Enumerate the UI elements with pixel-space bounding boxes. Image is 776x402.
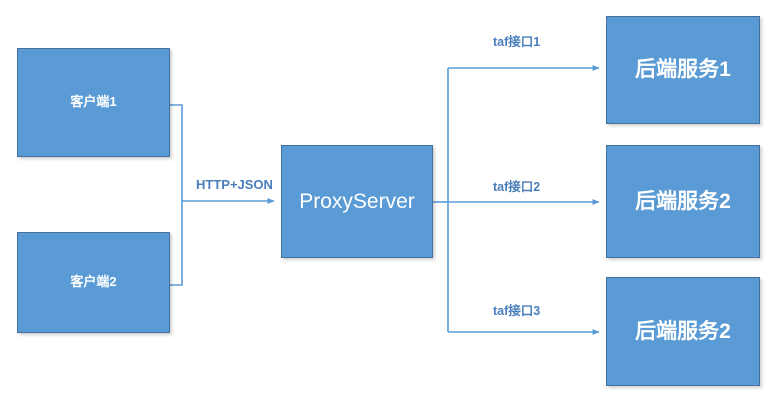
wire-client2-to-junction xyxy=(170,201,183,286)
edge-label-http-json: HTTP+JSON xyxy=(196,177,273,192)
edge-label-taf-interface-1: taf接口1 xyxy=(493,35,541,49)
node-client2[interactable]: 客户端2 xyxy=(17,232,170,333)
node-backend-service-1[interactable]: 后端服务1 xyxy=(606,16,760,124)
wire-client1-to-junction xyxy=(170,104,183,201)
node-backend-service-2-label: 后端服务2 xyxy=(635,189,731,213)
node-client1[interactable]: 客户端1 xyxy=(17,48,170,157)
node-backend-service-1-label: 后端服务1 xyxy=(635,58,731,82)
node-backend-service-2[interactable]: 后端服务2 xyxy=(606,145,760,258)
node-client2-label: 客户端2 xyxy=(70,274,117,290)
node-proxy-server-label: ProxyServer xyxy=(299,189,415,213)
node-proxy-server[interactable]: ProxyServer xyxy=(281,145,433,258)
edge-label-taf-interface-2: taf接口2 xyxy=(493,180,541,194)
node-client1-label: 客户端1 xyxy=(70,94,117,110)
node-backend-service-3[interactable]: 后端服务2 xyxy=(606,277,760,386)
node-backend-service-3-label: 后端服务2 xyxy=(635,319,731,343)
edge-label-taf-interface-3: taf接口3 xyxy=(493,304,541,318)
